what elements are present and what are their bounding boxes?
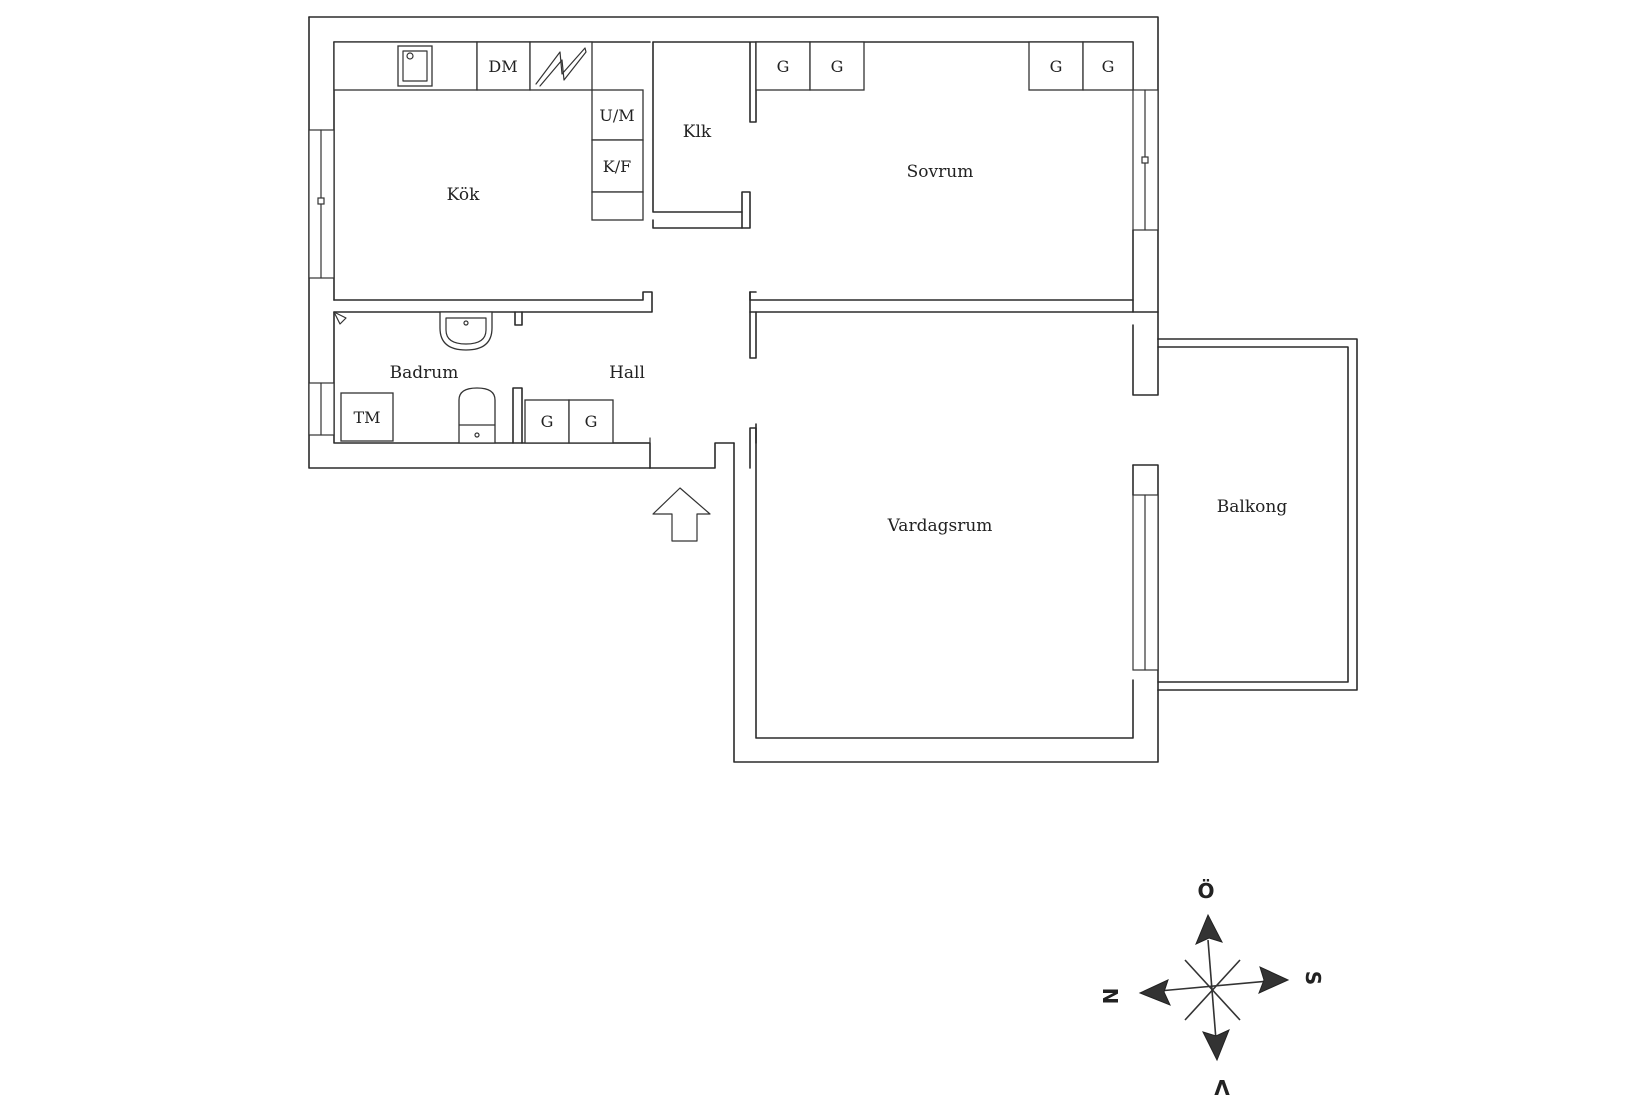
compass-arrow-up-icon: [1195, 913, 1223, 945]
wardrobe-hall-2: [568, 399, 614, 444]
fixture-label-dm: DM: [488, 57, 517, 76]
compass-label-left: N: [1099, 988, 1123, 1005]
room-labels: Kök Klk Sovrum Badrum Hall Vardagsrum Ba…: [390, 122, 1288, 536]
compass-label-top: Ö: [1197, 879, 1214, 903]
bathroom-fixtures: [333, 311, 496, 444]
fixture-labels: DM U/M K/F TM G G G G G G: [353, 57, 1114, 431]
kitchen-cabinet: [591, 191, 644, 221]
outer-walls: [308, 16, 1159, 763]
wardrobe-2: [809, 41, 865, 91]
balcony-outline: [1157, 338, 1358, 691]
room-label-sovrum: Sovrum: [907, 162, 974, 182]
fixture-label-g: G: [777, 57, 790, 76]
compass-arrow-left-icon: [1138, 979, 1171, 1006]
room-label-klk: Klk: [683, 122, 712, 142]
fixture-label-g: G: [831, 57, 844, 76]
oven-micro: [591, 89, 644, 141]
fixture-label-g: G: [585, 412, 598, 431]
windows: [308, 89, 1159, 671]
entrance-arrow-icon: [652, 487, 711, 542]
washing-machine: [340, 392, 394, 442]
toilet: [458, 387, 496, 444]
wardrobes: [524, 41, 1134, 444]
fixture-label-g: G: [1050, 57, 1063, 76]
wardrobe-hall-1: [524, 399, 570, 444]
compass-rose: Ö S N V: [1099, 879, 1325, 1099]
washbasin: [439, 311, 493, 351]
fixture-label-kf: K/F: [603, 157, 631, 176]
compass-arrow-down-icon: [1202, 1029, 1230, 1062]
room-label-badrum: Badrum: [390, 363, 459, 383]
room-label-hall: Hall: [609, 363, 645, 383]
floor-drain-mark: [333, 311, 347, 325]
room-label-balkong: Balkong: [1217, 497, 1288, 517]
compass-label-right: S: [1301, 971, 1325, 985]
wardrobe-3: [1028, 41, 1084, 91]
interior-walls: [333, 41, 1134, 469]
wardrobe-4: [1082, 41, 1134, 91]
room-label-vardagsrum: Vardagsrum: [887, 516, 993, 536]
fixture-label-tm: TM: [353, 408, 380, 427]
room-label-kok: Kök: [447, 185, 480, 205]
kitchen-sink: [397, 45, 433, 87]
dishwasher: [476, 41, 531, 91]
kitchen-fixtures: [333, 41, 644, 221]
compass-label-bottom: V: [1214, 1075, 1230, 1099]
fixture-label-g: G: [541, 412, 554, 431]
fixture-label-um: U/M: [599, 106, 634, 125]
fixture-label-g: G: [1102, 57, 1115, 76]
compass-arrow-right-icon: [1258, 966, 1290, 994]
